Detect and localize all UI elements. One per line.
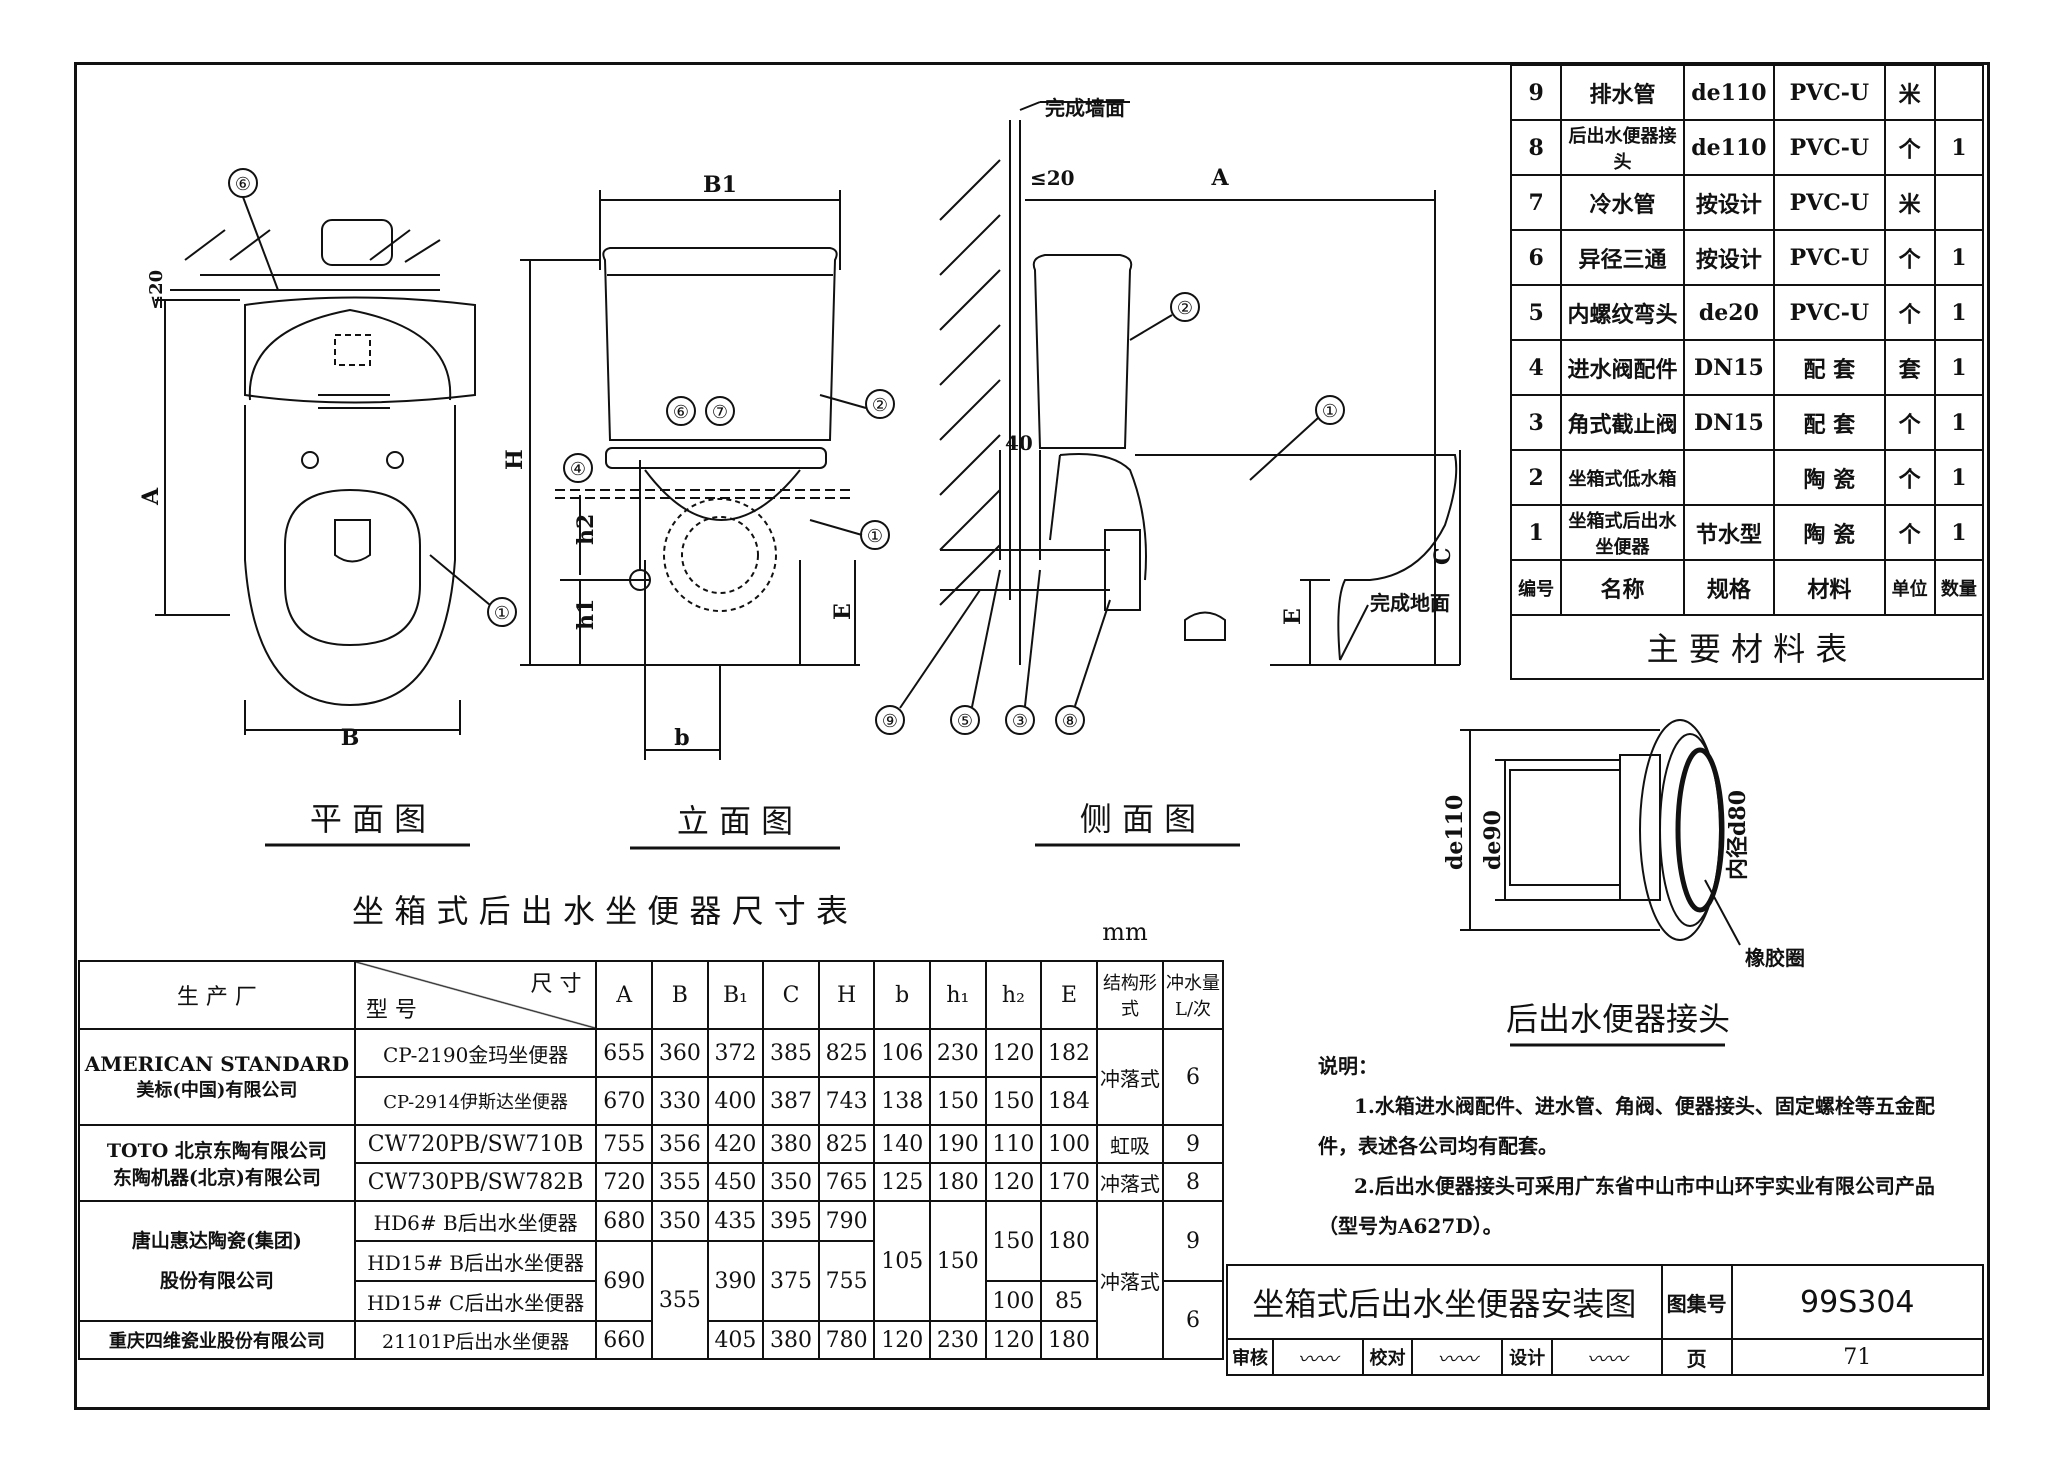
callout-8-side: ⑧ bbox=[1062, 711, 1078, 732]
table-header-row: 编号名称规格材料单位数量 bbox=[1509, 559, 1985, 616]
callout-1-side: ① bbox=[1322, 401, 1338, 422]
callout-4-front: ④ bbox=[570, 459, 586, 480]
front-dim-b1: B1 bbox=[703, 172, 737, 198]
conn-de110: de110 bbox=[1442, 795, 1468, 870]
plan-dim-20: ≤20 bbox=[146, 270, 167, 310]
review-signature: 〰〰 bbox=[1271, 1338, 1364, 1376]
plan-view bbox=[155, 168, 517, 735]
plan-view-title: 平 面 图 bbox=[310, 800, 426, 838]
drawing-frame bbox=[74, 62, 1990, 1410]
side-view-title: 侧 面 图 bbox=[1080, 800, 1196, 838]
connector-title: 后出水便器接头 bbox=[1506, 1000, 1730, 1038]
callout-5-side: ⑤ bbox=[957, 711, 973, 732]
front-dim-b: b bbox=[674, 725, 689, 751]
front-view bbox=[520, 190, 895, 760]
side-floor-label: 完成地面 bbox=[1370, 591, 1450, 615]
design-label: 设计 bbox=[1501, 1338, 1554, 1376]
atlas-number: 99S304 bbox=[1730, 1264, 1985, 1340]
connector-drawing bbox=[1460, 719, 1741, 946]
plan-dim-a: A bbox=[138, 487, 164, 506]
front-dim-h1: h1 bbox=[573, 599, 599, 630]
callout-2-front: ② bbox=[872, 395, 888, 416]
plan-dim-b: B bbox=[341, 725, 360, 751]
notes: 说明： 1.水箱进水阀配件、进水管、角阀、便器接头、固定螺栓等五金配件，表述各公… bbox=[1318, 1046, 1948, 1246]
materials-title: 主 要 材 料 表 bbox=[1510, 614, 1984, 680]
callout-2-side: ② bbox=[1177, 298, 1193, 319]
conn-de90: de90 bbox=[1480, 810, 1506, 870]
dimension-table-title: 坐 箱 式 后 出 水 坐 便 器 尺 寸 表 bbox=[352, 892, 848, 930]
side-wall-label: 完成墙面 bbox=[1045, 96, 1125, 120]
callout-6-plan: ⑥ bbox=[235, 174, 251, 195]
page-number: 71 bbox=[1730, 1338, 1985, 1376]
page-label: 页 bbox=[1660, 1338, 1733, 1376]
table-row: HD15# B后出水坐便器 690 355 390 375 755 bbox=[79, 1240, 1223, 1360]
design-signature: 〰〰 bbox=[1551, 1338, 1663, 1376]
front-dim-h2: h2 bbox=[573, 514, 599, 545]
review-label: 审核 bbox=[1226, 1338, 1274, 1376]
front-view-title: 立 面 图 bbox=[677, 802, 793, 840]
callout-3-side: ③ bbox=[1012, 711, 1028, 732]
check-label: 校对 bbox=[1361, 1338, 1414, 1376]
side-dim-e: E bbox=[1280, 608, 1306, 625]
table-row: HD15# C后出水坐便器 100 85 6 bbox=[79, 1280, 1224, 1360]
front-dim-h: H bbox=[502, 449, 528, 470]
note-2: 2.后出水便器接头可采用广东省中山市中山环宇实业有限公司产品（型号为A627D）… bbox=[1318, 1174, 1935, 1238]
drawing-title: 坐箱式后出水坐便器安装图 bbox=[1226, 1264, 1663, 1340]
conn-gasket: 橡胶圈 bbox=[1745, 946, 1805, 970]
callout-6-front: ⑥ bbox=[673, 402, 689, 423]
note-1: 1.水箱进水阀配件、进水管、角阀、便器接头、固定螺栓等五金配件，表述各公司均有配… bbox=[1318, 1094, 1935, 1158]
side-dim-a: A bbox=[1210, 165, 1229, 191]
side-dim-40: 40 bbox=[1005, 431, 1033, 455]
front-dim-e: E bbox=[830, 603, 856, 620]
table-row: TOTO 北京东陶有限公司东陶机器(北京)有限公司 CW720PB/SW710B… bbox=[78, 1124, 1224, 1202]
callout-1-front: ① bbox=[867, 526, 883, 547]
check-signature: 〰〰 bbox=[1411, 1338, 1504, 1376]
side-view bbox=[875, 101, 1461, 735]
atlas-label: 图集号 bbox=[1660, 1264, 1733, 1340]
side-dim-20: ≤20 bbox=[1030, 166, 1075, 190]
unit-label: mm bbox=[1102, 918, 1148, 946]
callout-7-front: ⑦ bbox=[712, 402, 728, 423]
notes-title: 说明： bbox=[1318, 1054, 1378, 1078]
title-block: 坐箱式后出水坐便器安装图 图集号 99S304 审核 〰〰 校对 〰〰 设计 〰… bbox=[1226, 1264, 1985, 1376]
callout-9-side: ⑨ bbox=[882, 711, 898, 732]
conn-inner: 内径d80 bbox=[1725, 790, 1751, 880]
callout-1-plan: ① bbox=[494, 603, 510, 624]
side-dim-c: C bbox=[1430, 547, 1456, 565]
